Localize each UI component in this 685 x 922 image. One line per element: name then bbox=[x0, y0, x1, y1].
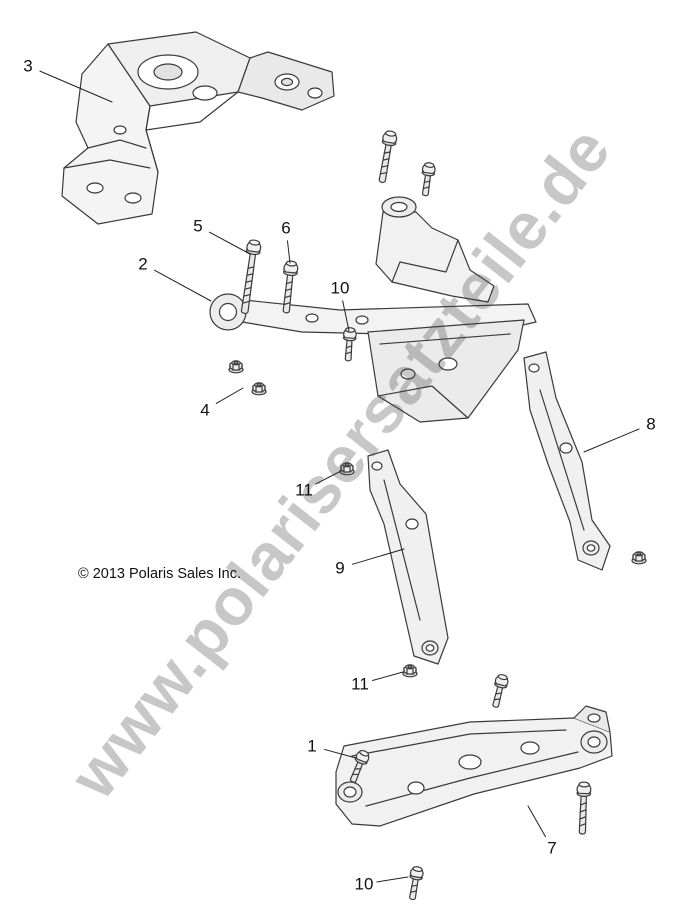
callout-label-6: 6 bbox=[281, 218, 291, 238]
leader-line-2 bbox=[153, 269, 212, 302]
part-8-support-brace-right bbox=[523, 351, 611, 571]
copyright-text: © 2013 Polaris Sales Inc. bbox=[78, 566, 242, 582]
leader-line-3 bbox=[39, 70, 113, 103]
leader-line-6 bbox=[286, 240, 291, 264]
leader-line-9 bbox=[351, 548, 405, 565]
leader-line-7 bbox=[527, 805, 547, 838]
callout-label-3: 3 bbox=[23, 56, 33, 76]
leader-line-10 bbox=[376, 876, 409, 883]
callout-label-8: 8 bbox=[646, 414, 656, 434]
leader-line-11 bbox=[372, 671, 404, 682]
callout-label-2: 2 bbox=[138, 254, 148, 274]
callout-label-1: 1 bbox=[307, 736, 317, 756]
callout-label-7: 7 bbox=[547, 838, 557, 858]
callout-label-11: 11 bbox=[351, 674, 369, 694]
callout-label-10: 10 bbox=[330, 278, 350, 298]
leader-line-11 bbox=[315, 470, 342, 485]
callout-label-10: 10 bbox=[354, 874, 374, 894]
leader-line-4 bbox=[215, 387, 244, 404]
leader-line-8 bbox=[583, 428, 640, 453]
leader-line-1 bbox=[324, 748, 357, 759]
leader-line-5 bbox=[208, 231, 251, 255]
leader-line-10 bbox=[342, 300, 350, 332]
part-2-upper-support-bracket bbox=[209, 196, 537, 423]
callout-label-9: 9 bbox=[335, 558, 345, 578]
part-3-front-mount-bracket bbox=[61, 31, 335, 225]
callout-label-4: 4 bbox=[200, 400, 210, 420]
callout-label-11: 11 bbox=[295, 480, 313, 500]
part-7-lower-crossmember bbox=[335, 705, 613, 827]
leader-lines bbox=[39, 70, 640, 883]
callout-label-5: 5 bbox=[193, 216, 203, 236]
